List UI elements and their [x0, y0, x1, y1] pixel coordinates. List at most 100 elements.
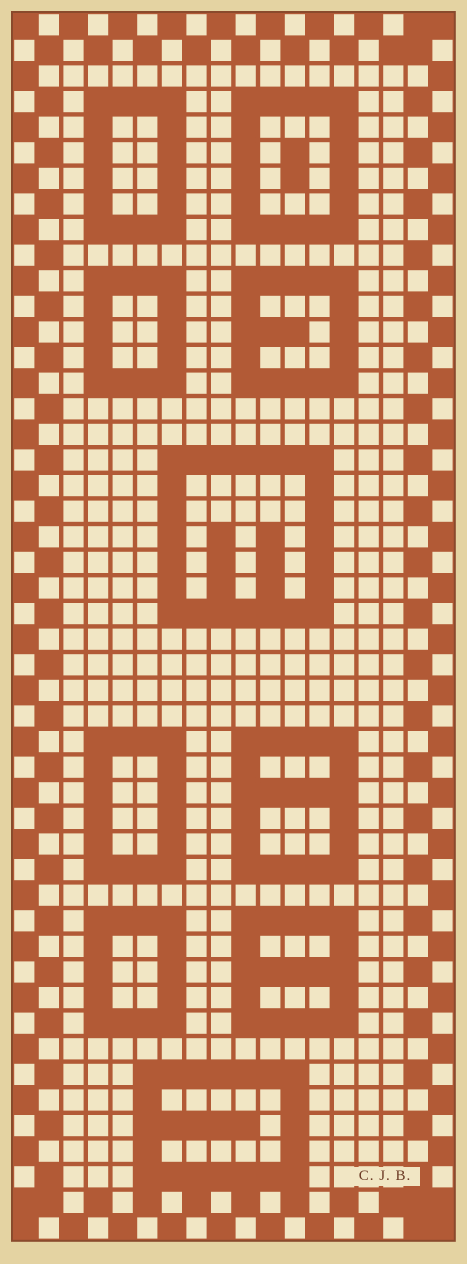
open-mesh — [88, 603, 108, 624]
filled-block — [432, 885, 452, 906]
filled-block — [260, 1013, 280, 1034]
open-mesh — [359, 245, 379, 266]
open-mesh — [211, 833, 231, 854]
open-mesh — [309, 347, 329, 368]
open-mesh — [334, 245, 354, 266]
filled-block — [186, 40, 206, 61]
filled-block — [432, 1089, 452, 1110]
open-mesh — [359, 117, 379, 138]
open-mesh — [260, 424, 280, 445]
open-mesh — [88, 245, 108, 266]
open-mesh — [432, 91, 452, 112]
open-mesh — [186, 1038, 206, 1059]
open-mesh — [359, 936, 379, 957]
open-mesh — [359, 603, 379, 624]
open-mesh — [137, 577, 157, 598]
filled-block — [162, 603, 182, 624]
open-mesh — [137, 475, 157, 496]
open-mesh — [113, 629, 133, 650]
open-mesh — [113, 1115, 133, 1136]
open-mesh — [39, 577, 59, 598]
open-mesh — [211, 1013, 231, 1034]
open-mesh — [113, 757, 133, 778]
filled-block — [39, 603, 59, 624]
open-mesh — [14, 40, 34, 61]
filled-block — [14, 1217, 34, 1238]
filled-block — [408, 91, 428, 112]
filled-block — [211, 1064, 231, 1085]
filled-block — [137, 219, 157, 240]
open-mesh — [285, 577, 305, 598]
filled-block — [236, 603, 256, 624]
filled-block — [14, 629, 34, 650]
filled-block — [285, 373, 305, 394]
open-mesh — [359, 833, 379, 854]
open-mesh — [309, 705, 329, 726]
filled-block — [260, 270, 280, 291]
open-mesh — [211, 398, 231, 419]
open-mesh — [432, 347, 452, 368]
filled-block — [137, 1064, 157, 1085]
filled-block — [162, 757, 182, 778]
filled-block — [334, 373, 354, 394]
open-mesh — [113, 40, 133, 61]
filled-block — [162, 1013, 182, 1034]
filled-block — [162, 577, 182, 598]
filled-block — [162, 1064, 182, 1085]
open-mesh — [186, 398, 206, 419]
open-mesh — [260, 245, 280, 266]
filled-block — [162, 859, 182, 880]
open-mesh — [137, 936, 157, 957]
filled-block — [39, 449, 59, 470]
open-mesh — [334, 1217, 354, 1238]
filled-block — [285, 1192, 305, 1213]
open-mesh — [211, 347, 231, 368]
open-mesh — [260, 347, 280, 368]
open-mesh — [186, 833, 206, 854]
filled-block — [408, 296, 428, 317]
filled-block — [162, 552, 182, 573]
open-mesh — [285, 193, 305, 214]
filled-block — [39, 91, 59, 112]
open-mesh — [383, 168, 403, 189]
open-mesh — [334, 424, 354, 445]
filled-block — [334, 936, 354, 957]
filled-block — [236, 910, 256, 931]
open-mesh — [334, 885, 354, 906]
open-mesh — [260, 65, 280, 86]
filled-block — [260, 1064, 280, 1085]
filled-block — [236, 757, 256, 778]
filled-block — [14, 321, 34, 342]
open-mesh — [211, 859, 231, 880]
open-mesh — [408, 885, 428, 906]
filled-block — [88, 936, 108, 957]
open-mesh — [63, 424, 83, 445]
filled-block — [39, 1064, 59, 1085]
open-mesh — [408, 526, 428, 547]
open-mesh — [408, 65, 428, 86]
open-mesh — [359, 885, 379, 906]
open-mesh — [186, 526, 206, 547]
open-mesh — [359, 961, 379, 982]
open-mesh — [359, 1064, 379, 1085]
open-mesh — [63, 654, 83, 675]
open-mesh — [309, 1192, 329, 1213]
filled-block — [334, 321, 354, 342]
open-mesh — [137, 14, 157, 35]
open-mesh — [359, 501, 379, 522]
open-mesh — [285, 629, 305, 650]
filled-block — [260, 1166, 280, 1187]
open-mesh — [408, 629, 428, 650]
open-mesh — [359, 40, 379, 61]
filled-block — [39, 859, 59, 880]
open-mesh — [236, 1038, 256, 1059]
filled-block — [408, 245, 428, 266]
filled-block — [113, 1217, 133, 1238]
filled-block — [88, 117, 108, 138]
filled-block — [137, 731, 157, 752]
open-mesh — [334, 475, 354, 496]
open-mesh — [39, 219, 59, 240]
open-mesh — [137, 885, 157, 906]
open-mesh — [236, 501, 256, 522]
open-mesh — [211, 1192, 231, 1213]
